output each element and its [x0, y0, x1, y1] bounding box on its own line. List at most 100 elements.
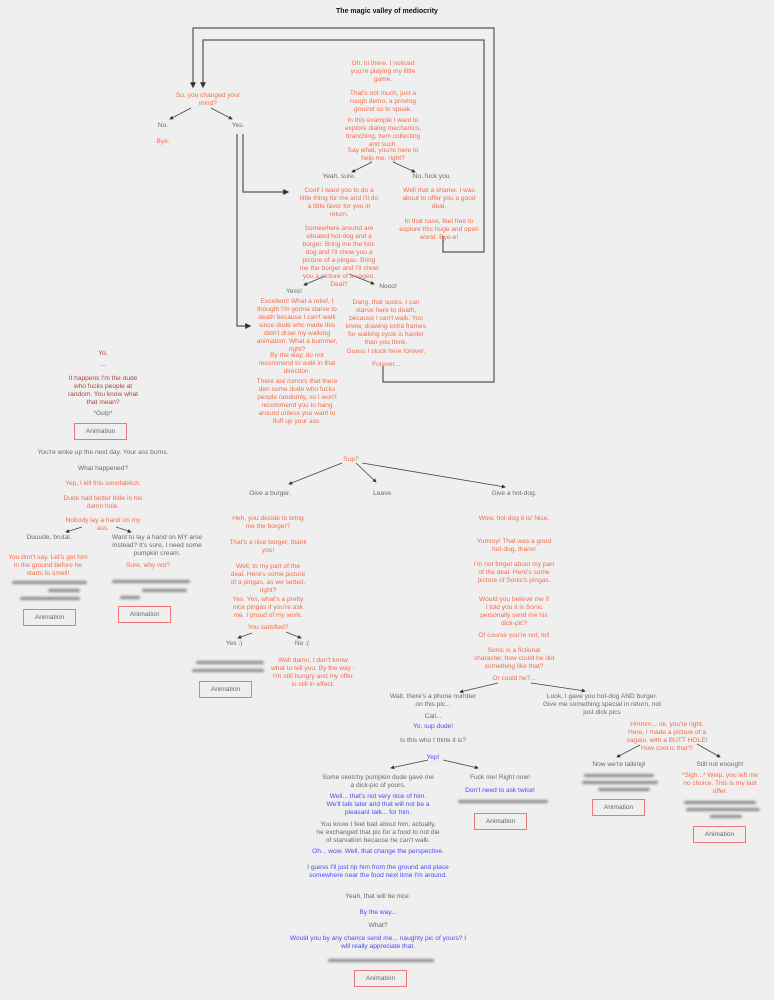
yes-to-excellent-connector [236, 134, 252, 329]
special-option-not-enough[interactable]: Still not enough! [696, 761, 744, 768]
arrow [696, 743, 721, 758]
blurred-text [582, 781, 658, 784]
intro-no-reply-1: Well that a shame. I was about to offer … [402, 187, 476, 210]
animation-box[interactable]: Animation [474, 813, 527, 830]
blurred-text [584, 774, 654, 777]
arrow [616, 744, 641, 758]
special-not-enough-reply: *Sigh...* Welp, you left me no choice. T… [681, 772, 759, 795]
deal-yes-reply-3: There are rumors that there den some dud… [256, 378, 338, 425]
phone-yep: Yep! [426, 754, 440, 761]
hotdog-reply-6: Sonic is a fictional character, how coul… [473, 647, 555, 670]
arrow [65, 526, 83, 533]
arrow [303, 275, 326, 286]
arrow [285, 631, 302, 639]
blurred-text [458, 800, 548, 803]
arrow [355, 462, 377, 483]
blurred-text [684, 801, 756, 804]
deal-yes-reply-2: By the way, do not recommend to walk in … [258, 352, 336, 375]
burger-reply-4: Yes. Yes, what's a pretty nice pingas if… [232, 596, 304, 619]
phone-reply-2: Oh... wow. Well, that change the perspec… [312, 848, 444, 855]
deal-no-reply-3: Forever... [372, 361, 400, 368]
animation-box[interactable]: Animation [354, 970, 407, 987]
blurred-text [120, 596, 140, 599]
return-question: So, you changed your mind? [175, 92, 241, 107]
arrow [348, 273, 375, 285]
blurred-text [192, 669, 264, 672]
intro-line-2: That's not much, just a rough demo, a pr… [349, 90, 417, 113]
arrow [361, 462, 506, 489]
yes-to-cool-connector [242, 134, 290, 195]
intro-option-no[interactable]: No, fuck you. [412, 173, 452, 180]
animation-box[interactable]: Animation [693, 826, 746, 843]
animation-box[interactable]: Animation [23, 609, 76, 626]
phone-ask: Is this who I think it is? [400, 737, 466, 744]
return-option-no[interactable]: No. [157, 122, 169, 129]
animation-box[interactable]: Animation [199, 681, 252, 698]
special-option-talking[interactable]: Now we're talking! [592, 761, 646, 768]
arrow [459, 682, 499, 694]
blurred-text [196, 661, 264, 664]
arrow [288, 462, 343, 485]
hotdog-reply-5: Of course you're not, lol! [478, 632, 550, 639]
intro-option-yes[interactable]: Yeah, sure. [322, 173, 356, 180]
arrow [392, 161, 416, 173]
blurred-text [12, 581, 87, 584]
arrow [237, 632, 253, 639]
brutal-reply: You don't say. Let's get him in the grou… [8, 554, 88, 577]
blurred-text [710, 815, 742, 818]
animation-box[interactable]: Animation [592, 799, 645, 816]
phone-reply-4: By the way... [359, 909, 397, 916]
arrow [351, 161, 373, 173]
sup-option-hotdog[interactable]: Give a hot-dog. [491, 490, 537, 497]
sup-option-leave[interactable]: Leave. [373, 490, 393, 497]
phone-player-1: You know I feel bad about him, actually,… [316, 821, 440, 844]
deal-no-reply-1: Dang, that sucks. I can starve here to d… [345, 299, 427, 346]
loop-connector-forever [190, 27, 495, 383]
animation-box[interactable]: Animation [74, 423, 127, 440]
blurred-text [328, 959, 434, 962]
dude-dots: ... [100, 361, 106, 368]
page-title: The magic valley of mediocrity [336, 8, 438, 15]
blurred-text [48, 589, 80, 592]
dude-option-brutal[interactable]: Duuude, brutal. [26, 534, 72, 541]
dude-option-arse[interactable]: Want to lay a hand on MY arse instead? I… [111, 534, 203, 557]
intro-yes-reply: Cool! I want you to do a little thing fo… [299, 187, 379, 218]
arrow [169, 107, 192, 120]
blurred-text [112, 580, 190, 583]
phone-option-sketchy[interactable]: Some sketchy pumpkin dude gave me a dick… [322, 774, 434, 789]
arrow [530, 682, 586, 693]
burger-reply-2: That's a nice borger, thank you! [229, 539, 307, 554]
intro-no-reply-2: In that case, feel free to explore this … [399, 218, 479, 241]
burger-option-no[interactable]: No :( [294, 640, 310, 647]
dude-gulp: *Gulp* [93, 410, 113, 417]
sup-question: Sup? [343, 456, 359, 463]
burger-reply-1: Heh, you decide to bring me the borger? [232, 515, 304, 530]
arrow [442, 759, 479, 770]
phone-option-wait[interactable]: Wait, there's a phone number on this pic… [389, 693, 477, 708]
what-happened: What happened? [77, 465, 129, 472]
arrow [210, 107, 233, 120]
phone-player-2: Yeah, that will be nice. [345, 893, 411, 900]
hotdog-reply-4: Would you believe me if I told you it is… [479, 596, 549, 627]
animation-box[interactable]: Animation [118, 606, 171, 623]
phone-reply-1: Well... that's not very nice of him. We'… [326, 793, 430, 816]
sup-option-burger[interactable]: Give a burger. [249, 490, 291, 497]
hotdog-reply-1: Wow, hot-dog it is! Nice. [478, 515, 550, 522]
hotdog-reply-3: I'm not forget about my part of the deal… [473, 561, 555, 584]
return-bye: Bye. [156, 138, 170, 145]
phone-option-fuck[interactable]: Fuck me! Right now! [469, 774, 531, 781]
dude-line: It happens I'm the dude who fucks people… [67, 375, 138, 406]
phone-call: Call... [424, 713, 442, 720]
special-option-ask[interactable]: Look, I gave you hot-dog AND burger. Giv… [542, 693, 661, 716]
deal-no-reply-2: Guess I stuck here forever. [346, 348, 426, 355]
arrow [115, 526, 132, 533]
blurred-text [598, 788, 650, 791]
special-reply: Hmmm... ok, you're right. Here, I made a… [626, 721, 708, 752]
return-option-yes[interactable]: Yes. [231, 122, 245, 129]
burger-reply-3: Well, to my part of the deal. Here's som… [230, 563, 306, 594]
burger-option-yes[interactable]: Yes :) [225, 640, 243, 647]
phone-reply-5: Would you by any chance send me... naugh… [289, 935, 467, 950]
deal-option-no[interactable]: Nooo! [379, 283, 397, 290]
phone-sup: Yo, sup dude! [412, 723, 454, 730]
deal-option-yes[interactable]: Yess! [286, 288, 302, 295]
